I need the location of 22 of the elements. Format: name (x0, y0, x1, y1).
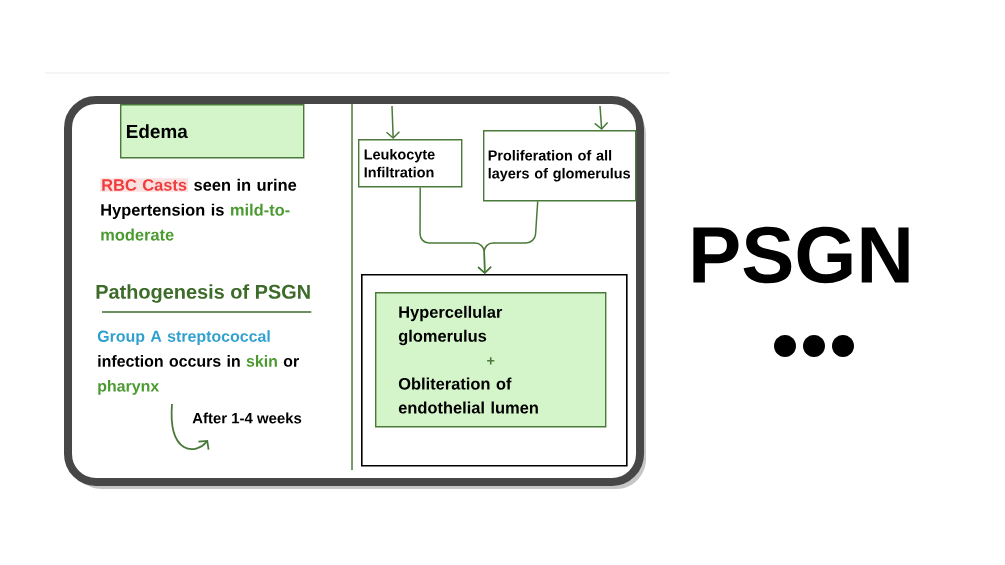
arrow (385, 105, 401, 139)
arrow (477, 200, 539, 274)
arrow (594, 105, 609, 130)
heading: Pathogenesis of PSGN (96, 284, 312, 313)
note-box: Edema (120, 104, 305, 159)
label: seen in urine (194, 178, 297, 191)
label: skin (246, 355, 277, 367)
process-box: Proliferation of all layers of glomerulus (483, 130, 637, 202)
label: mild-to- (230, 203, 290, 216)
label: Hypertension is (101, 203, 224, 219)
label: or (283, 358, 299, 367)
note-text: Group A streptococcal infection occurs in skin or pharynx (97, 330, 299, 395)
title: PSGN (693, 226, 909, 284)
label: infection occurs in (98, 355, 240, 367)
result-box: Hypercellular glomerulus + Obliteration of endothelial lumen (375, 292, 607, 428)
label: moderate (101, 228, 174, 241)
process-box: Leukocyte Infiltration (358, 139, 463, 188)
note-text: After 1-4 weeks (192, 412, 302, 424)
label: RBC Casts (102, 179, 187, 191)
label: pharynx (98, 380, 160, 395)
note-text: RBC Casts seen in urine Hypertension is mild-to-moderate (100, 178, 297, 241)
label: Group A streptococcal (97, 330, 270, 346)
